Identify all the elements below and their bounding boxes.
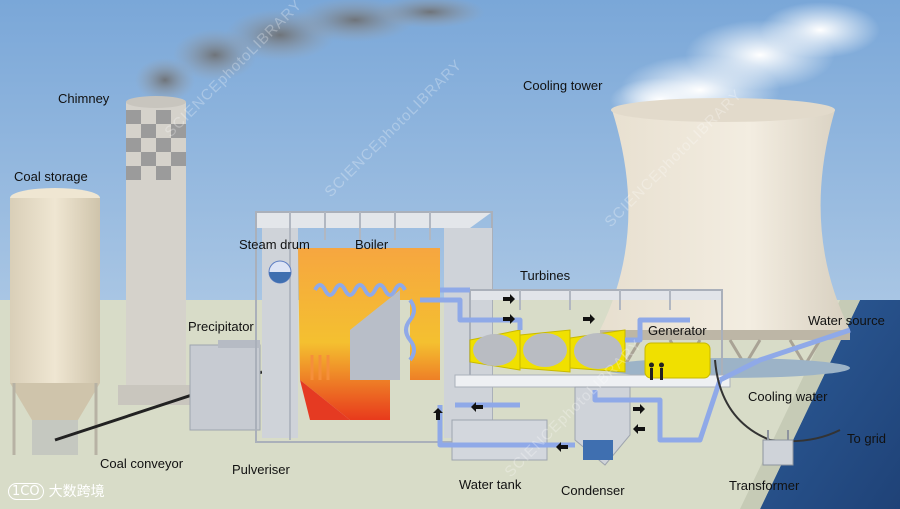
flow-arrows bbox=[433, 294, 645, 452]
label-chimney: Chimney bbox=[58, 91, 110, 106]
label-cooling-water: Cooling water bbox=[748, 389, 828, 404]
label-coal-storage: Coal storage bbox=[14, 169, 88, 184]
precipitator bbox=[189, 340, 261, 431]
generator bbox=[644, 342, 711, 379]
label-coal-conveyor: Coal conveyor bbox=[100, 456, 184, 471]
chimney-smoke bbox=[135, 0, 485, 102]
label-condenser: Condenser bbox=[561, 483, 625, 498]
workers bbox=[649, 362, 664, 380]
label-water-source: Water source bbox=[808, 313, 885, 328]
label-cooling-tower: Cooling tower bbox=[523, 78, 603, 93]
label-boiler: Boiler bbox=[355, 237, 389, 252]
label-generator: Generator bbox=[648, 323, 707, 338]
turbines bbox=[469, 329, 626, 373]
water-source-sea bbox=[760, 300, 900, 509]
condenser bbox=[574, 386, 631, 466]
transformer bbox=[762, 430, 794, 466]
label-turbines: Turbines bbox=[520, 268, 571, 283]
logo-text: 大数跨境 bbox=[48, 484, 105, 500]
cooling-tower bbox=[600, 98, 850, 378]
chimney bbox=[118, 96, 194, 405]
label-to-grid: To grid bbox=[847, 431, 887, 446]
label-water-tank: Water tank bbox=[459, 477, 522, 492]
label-pulveriser: Pulveriser bbox=[232, 462, 290, 477]
label-transformer: Transformer bbox=[729, 478, 800, 493]
site-logo: 1CO 大数跨境 bbox=[8, 481, 105, 501]
label-precipitator: Precipitator bbox=[188, 319, 254, 334]
label-steam-drum: Steam drum bbox=[239, 237, 310, 252]
water-tank bbox=[451, 419, 548, 461]
pipes bbox=[420, 287, 851, 448]
logo-mark: 1CO bbox=[8, 482, 44, 500]
coal-storage-silo bbox=[10, 188, 100, 455]
